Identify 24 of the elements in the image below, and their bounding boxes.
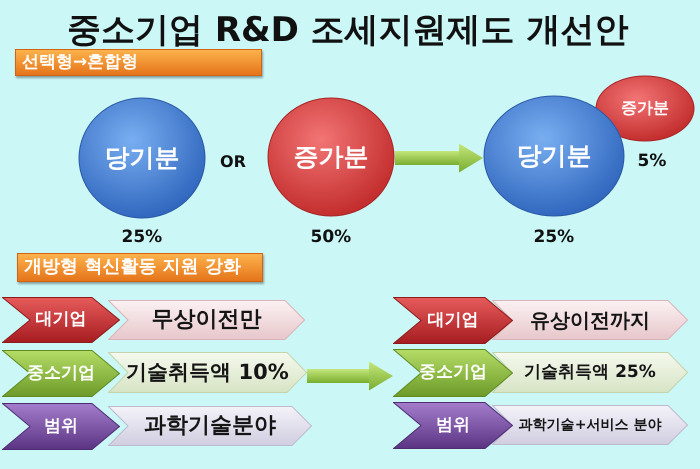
value-label: 25% xyxy=(122,228,162,248)
chevron-tab: 중소기업 xyxy=(2,350,120,397)
chevron-panel: 과학기술분야 xyxy=(108,406,312,446)
chevron-panel: 유상이전까지 xyxy=(492,300,688,340)
circle: 증가분 xyxy=(267,97,395,217)
chevron-panel: 기술취득액 25% xyxy=(492,352,688,393)
value-label: 25% xyxy=(534,228,574,248)
chevron-panel: 과학기술+서비스 분야 xyxy=(492,405,688,445)
arrow xyxy=(307,362,393,390)
chevron-panel: 무상이전만 xyxy=(108,300,305,340)
chevron-tab: 대기업 xyxy=(2,297,120,343)
chevron-tab: 범위 xyxy=(393,402,513,449)
circle: 당기분 xyxy=(78,97,206,219)
circle: 증가분 xyxy=(595,75,695,142)
value-label: 5% xyxy=(638,152,666,172)
section-band: 선택형→혼합형 xyxy=(15,49,262,76)
chevron-panel: 기술취득액 10% xyxy=(108,352,307,393)
title: 중소기업 R&D 조세지원제도 개선안 xyxy=(67,10,629,50)
section-band: 개방형 혁신활동 지원 강화 xyxy=(17,253,263,282)
chevron-tab: 범위 xyxy=(2,403,120,450)
chevron-tab: 대기업 xyxy=(393,297,513,344)
arrow xyxy=(395,144,483,172)
value-label: 50% xyxy=(310,228,352,248)
text-label: OR xyxy=(220,153,246,172)
